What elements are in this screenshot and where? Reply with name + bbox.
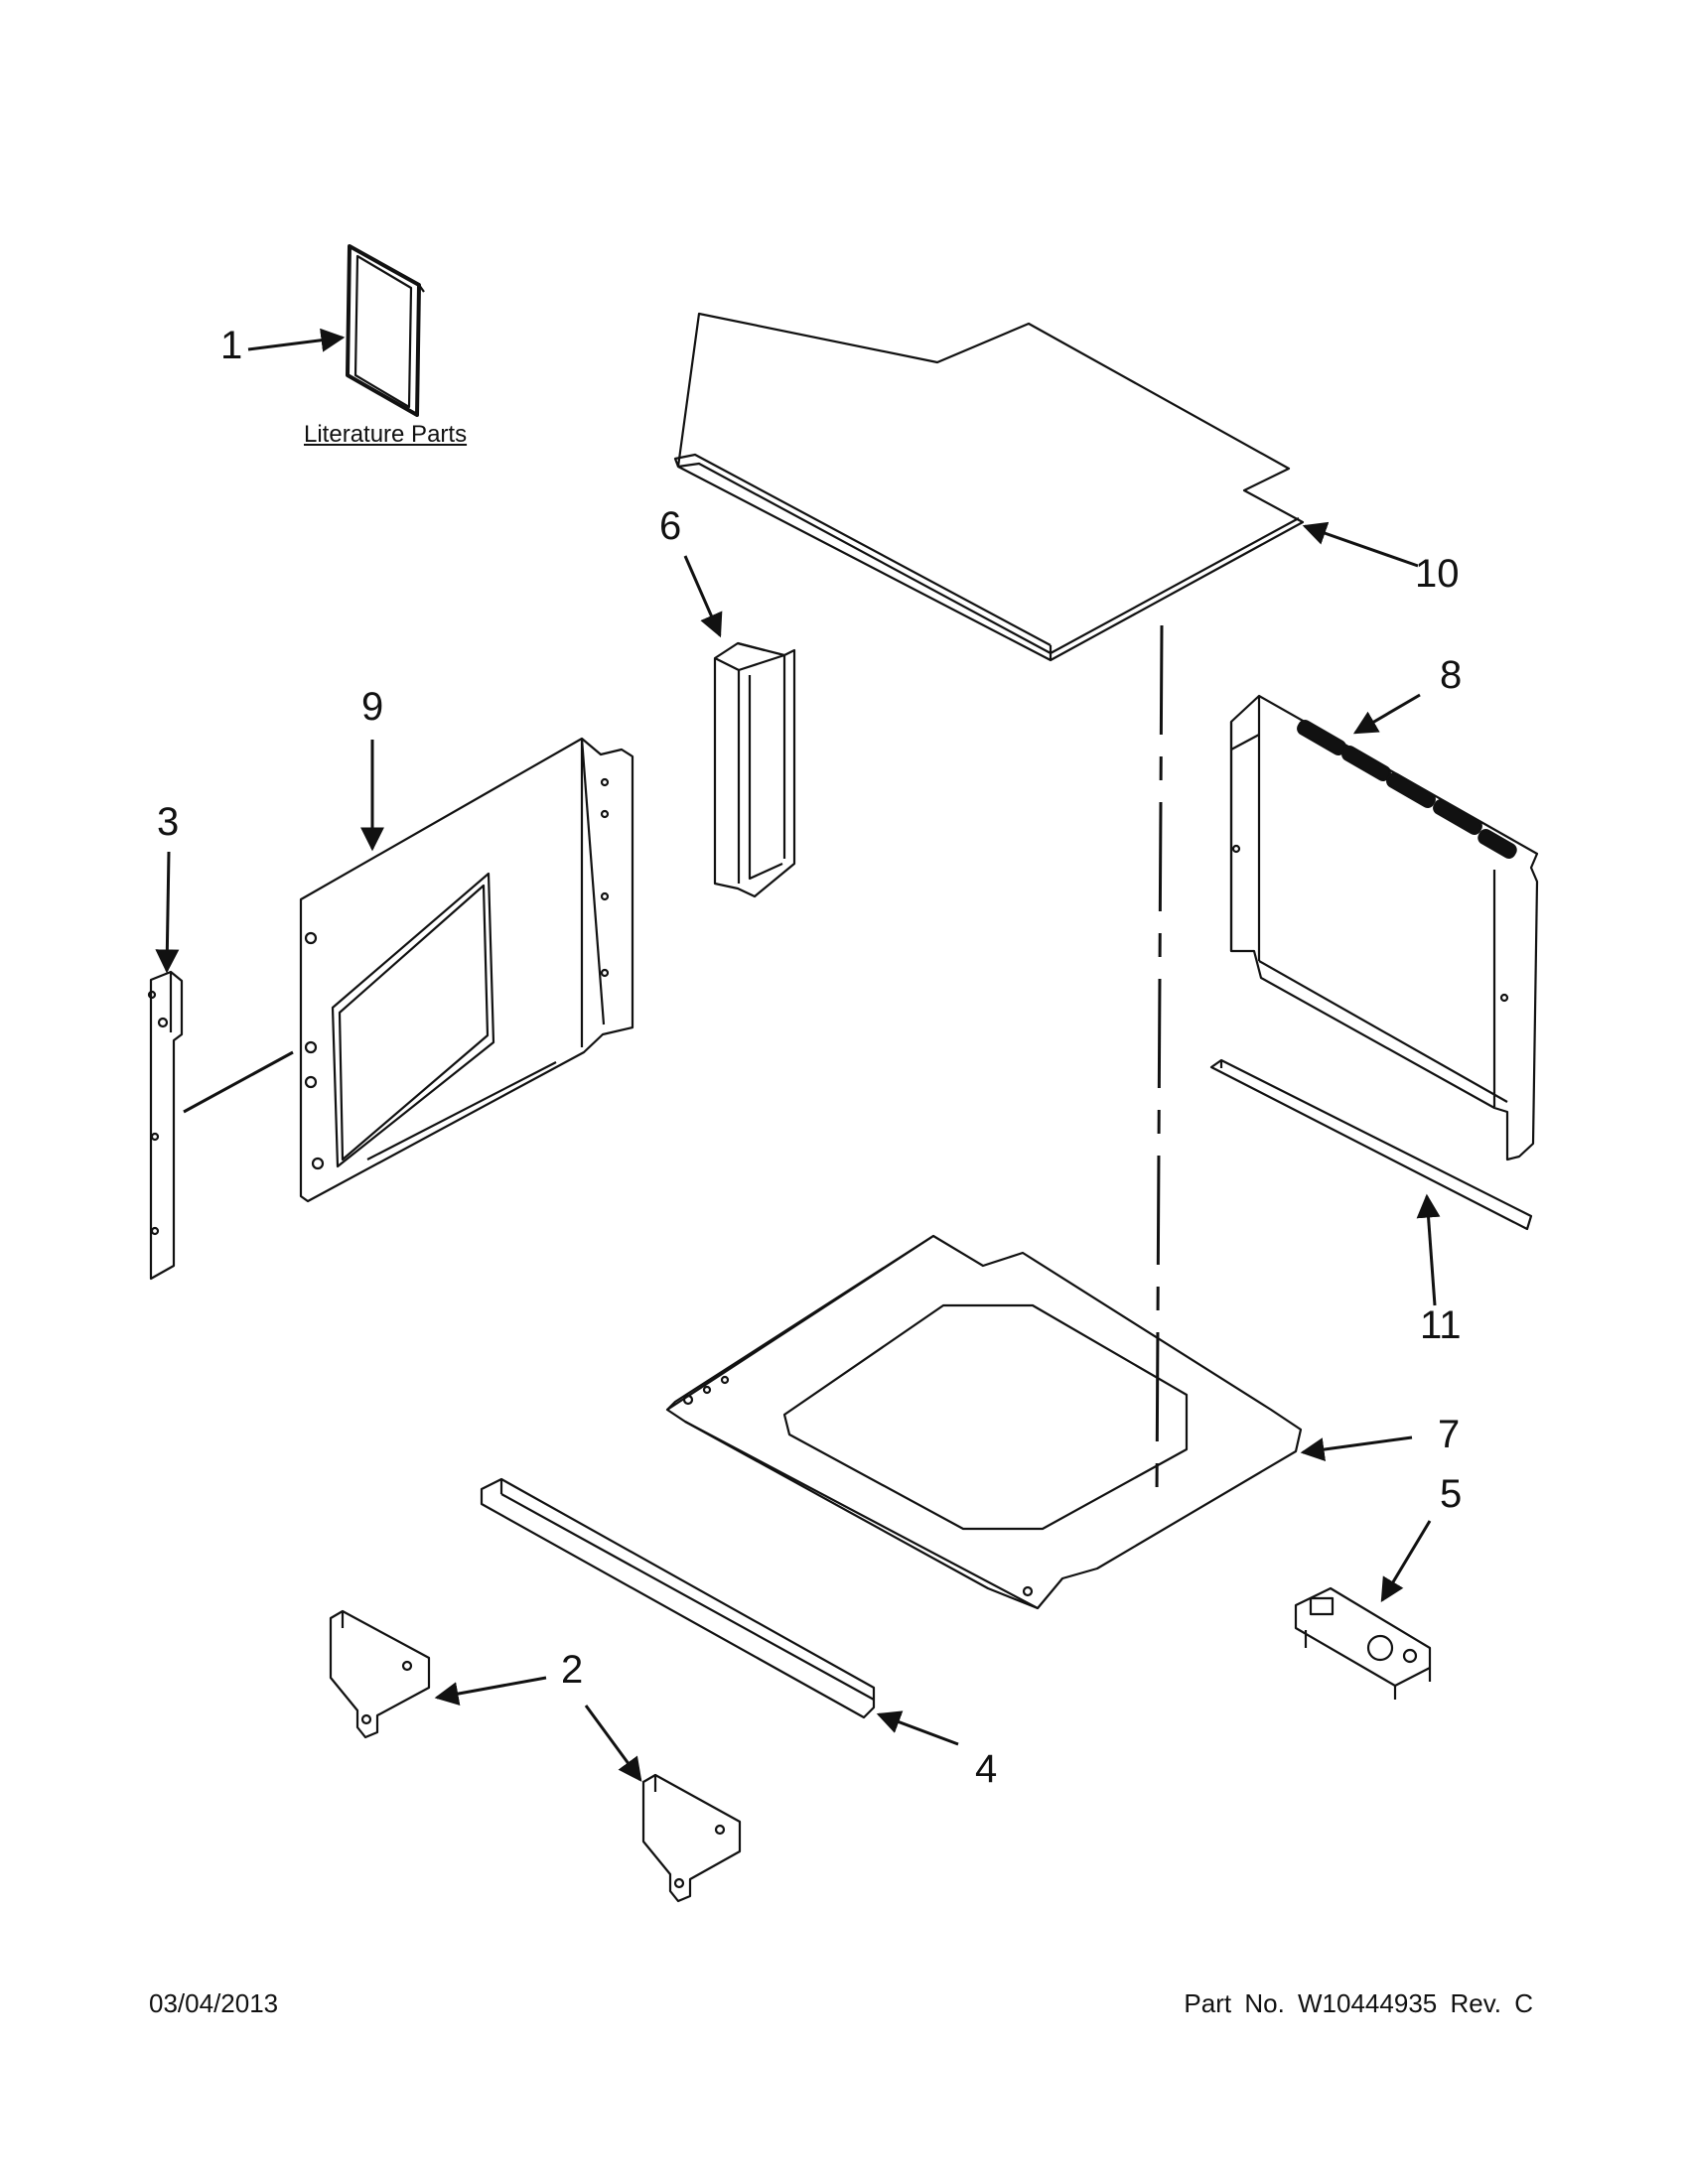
part-1-literature-booklet (346, 244, 425, 417)
leader-7 (1300, 1435, 1413, 1461)
callout-6: 6 (659, 504, 682, 548)
part-2-bracket-upper (329, 1609, 431, 1739)
leader-4 (876, 1710, 959, 1746)
part-10-top-panel (673, 312, 1305, 662)
footer-part-number: Part No. W10444935 Rev. C (1184, 1988, 1533, 2018)
leader-arrows (155, 328, 1441, 1782)
part-4-bottom-rail (480, 1477, 876, 1719)
leader-11 (1416, 1193, 1441, 1306)
part-8-right-side-panel (1229, 694, 1539, 1161)
part-9-left-side-panel (299, 737, 634, 1203)
part-6-vertical-channel (713, 641, 796, 898)
leader-2a (434, 1676, 547, 1706)
literature-parts-label: Literature Parts (304, 421, 468, 448)
callout-5: 5 (1440, 1472, 1463, 1516)
part-2-bracket-lower (641, 1773, 742, 1903)
leader-8 (1352, 693, 1421, 735)
callout-11: 11 (1420, 1303, 1462, 1347)
assembly-centerline (1155, 624, 1164, 1500)
leader-1 (247, 328, 346, 352)
leader-6 (683, 555, 723, 638)
callout-2: 2 (561, 1648, 584, 1692)
leader-5 (1380, 1520, 1432, 1603)
leader-2b (584, 1705, 642, 1782)
part-11-right-rail (1209, 1058, 1533, 1231)
callout-1: 1 (220, 324, 243, 367)
callout-7: 7 (1438, 1413, 1461, 1456)
part-3-left-bracket (147, 970, 184, 1281)
leader-3 (155, 851, 180, 974)
assembly-line-3-to-9 (183, 1050, 294, 1114)
footer-date: 03/04/2013 (149, 1988, 279, 2018)
callout-9: 9 (361, 685, 384, 729)
part-5-control-board (1294, 1586, 1432, 1700)
callout-4: 4 (975, 1747, 998, 1791)
callout-3: 3 (157, 800, 180, 844)
callout-10: 10 (1415, 552, 1460, 596)
callout-8: 8 (1440, 653, 1463, 697)
part-7-bottom-panel (665, 1234, 1303, 1610)
leader-10 (1302, 521, 1419, 568)
